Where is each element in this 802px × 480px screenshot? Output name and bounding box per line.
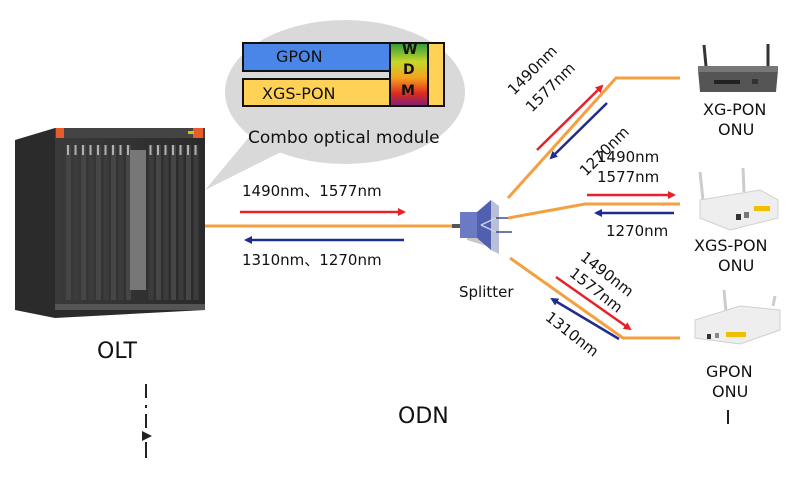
xgspon-down-label-2: 1577nm [597, 168, 660, 186]
olt-slot-card [163, 145, 169, 300]
olt-slot-card [186, 145, 191, 300]
xgpon-onu-line1: XG-PON [703, 100, 767, 119]
trunk-upstream-label: 1310nm、1270nm [242, 251, 382, 269]
olt-slot-card [81, 145, 86, 300]
olt-slot-card [126, 145, 131, 300]
xgspon-block [242, 78, 391, 107]
olt-slot-card [118, 145, 124, 300]
wdm-block [389, 42, 429, 107]
olt-slot-handle [82, 145, 84, 155]
olt-slot-handle [127, 145, 129, 155]
combo-optical-module [242, 42, 445, 107]
olt-slot-card [111, 145, 116, 300]
xgspon-onu-line1: XGS-PON [694, 236, 768, 255]
xgpon-upstream-arrow [549, 102, 608, 160]
olt-slot-handle [119, 145, 122, 155]
gpon-label: GPON [276, 47, 323, 66]
gpon-upstream-arrow [550, 297, 620, 341]
branch-fiber-xgpon [506, 76, 680, 200]
module-connector [427, 42, 445, 107]
gpon-downstream-arrow [555, 275, 632, 331]
olt-slot-handle [89, 145, 92, 155]
xgpon-onu-device [698, 44, 778, 92]
xgspon-onu-line2: ONU [718, 256, 755, 275]
xgspon-down-label-1: 1490nm [597, 148, 660, 166]
odn-axis [142, 384, 802, 458]
branch-fiber-xgspon [507, 202, 680, 220]
olt-slot-handle [112, 145, 114, 155]
wdm-letter-m: M [401, 83, 415, 99]
olt-slot-handle [97, 145, 99, 155]
olt-slot-handle [74, 145, 77, 155]
trunk-downstream-label: 1490nm、1577nm [242, 182, 382, 200]
olt-slot-handle [172, 145, 174, 155]
olt-label: OLT [97, 339, 137, 364]
xgpon-onu-line2: ONU [718, 120, 755, 139]
olt-slot-handle [179, 145, 182, 155]
olt-slot-handle [149, 145, 152, 155]
splitter-icon [452, 200, 512, 254]
branch-fiber-gpon [509, 256, 680, 340]
gpon-onu-device [694, 289, 781, 345]
odn-label: ODN [398, 404, 449, 429]
olt-slot-handle [104, 145, 107, 155]
xgspon-onu-device [698, 167, 779, 231]
xgspon-up-label: 1270nm [606, 222, 669, 240]
olt-slot-handle [67, 145, 69, 155]
olt-slot-card [193, 145, 199, 300]
olt-slot-card [66, 145, 71, 300]
olt-slot-handle [164, 145, 167, 155]
olt-slot-card [156, 145, 161, 300]
olt-slot-card [178, 145, 184, 300]
olt-slot-card [148, 145, 154, 300]
olt-slot-handle [194, 145, 197, 155]
olt-slot-card [103, 145, 109, 300]
gpon-onu-line1: GPON [706, 362, 753, 381]
xgspon-label: XGS-PON [262, 84, 336, 103]
gpon-onu-line2: ONU [712, 382, 749, 401]
olt-slot-card [171, 145, 176, 300]
olt-slot-handle [187, 145, 189, 155]
olt-slot-card [88, 145, 94, 300]
splitter-label: Splitter [459, 283, 514, 301]
wdm-letter-d: D [403, 62, 415, 78]
wdm-letter-w: W [402, 42, 418, 58]
olt-slot-card [73, 145, 79, 300]
xgpon-downstream-arrow [536, 84, 604, 151]
combo-module-caption: Combo optical module [248, 128, 440, 148]
olt-slot-handle [157, 145, 159, 155]
olt-slot-card [96, 145, 101, 300]
olt-chassis [15, 128, 205, 318]
